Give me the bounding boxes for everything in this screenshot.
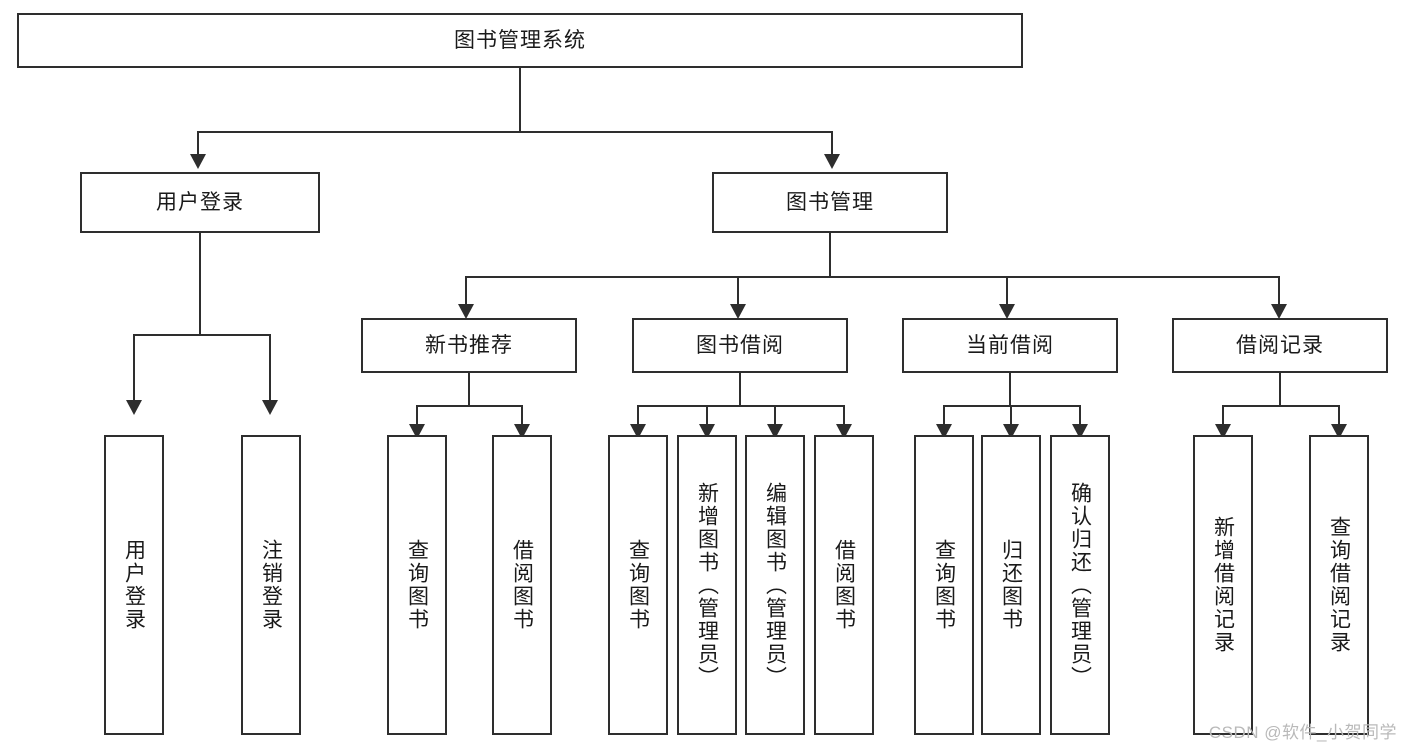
edge-bb-to-leaf-1 <box>637 405 639 427</box>
edge-bb-stem <box>739 373 741 407</box>
node-leaf-return-book-label: 归还图书 <box>999 539 1023 631</box>
node-user-login[interactable]: 用户登录 <box>80 172 320 233</box>
edge-user-login-stem <box>199 233 201 336</box>
arrow-root-to-user-login <box>190 154 206 169</box>
edge-bb-bus <box>637 405 845 407</box>
edge-bb-to-leaf-3 <box>774 405 776 427</box>
node-leaf-confirm-return[interactable]: 确认归还（管理员） <box>1050 435 1110 735</box>
edge-nbr-bus <box>416 405 523 407</box>
node-book-manage[interactable]: 图书管理 <box>712 172 948 233</box>
node-leaf-query-book-2-label: 查询图书 <box>626 539 650 631</box>
edge-cb-stem <box>1009 373 1011 407</box>
edge-nbr-stem <box>468 373 470 407</box>
edge-root-to-user-login <box>197 131 199 156</box>
watermark: CSDN @软件_小贺同学 <box>1208 723 1397 742</box>
arrow-bm-to-book-borrow <box>730 304 746 319</box>
edge-root-stem <box>519 68 521 133</box>
edge-book-manage-bus <box>465 276 1280 278</box>
arrow-bm-to-borrow-record <box>1271 304 1287 319</box>
node-new-book-recommend[interactable]: 新书推荐 <box>361 318 577 373</box>
edge-nbr-to-leaf-1 <box>416 405 418 427</box>
edge-bm-to-borrow-record <box>1278 276 1280 306</box>
node-leaf-query-record[interactable]: 查询借阅记录 <box>1309 435 1369 735</box>
node-leaf-add-record[interactable]: 新增借阅记录 <box>1193 435 1253 735</box>
node-leaf-edit-book-label: 编辑图书（管理员） <box>763 481 787 689</box>
edge-user-login-to-leaf-1 <box>133 334 135 402</box>
arrow-root-to-book-manage <box>824 154 840 169</box>
edge-root-to-book-manage <box>831 131 833 156</box>
node-leaf-user-login-label: 用户登录 <box>122 539 146 631</box>
edge-bb-to-leaf-4 <box>843 405 845 427</box>
node-leaf-borrow-book-2[interactable]: 借阅图书 <box>814 435 874 735</box>
edge-br-to-leaf-2 <box>1338 405 1340 427</box>
node-current-borrow-label: 当前借阅 <box>966 333 1054 357</box>
edge-bm-to-current-borrow <box>1006 276 1008 306</box>
node-book-borrow-label: 图书借阅 <box>696 333 784 357</box>
node-leaf-user-login[interactable]: 用户登录 <box>104 435 164 735</box>
edge-br-stem <box>1279 373 1281 407</box>
node-book-manage-label: 图书管理 <box>786 190 874 214</box>
node-leaf-query-book-3-label: 查询图书 <box>932 539 956 631</box>
edge-cb-bus <box>943 405 1081 407</box>
node-leaf-logout-label: 注销登录 <box>259 539 283 631</box>
edge-bb-to-leaf-2 <box>706 405 708 427</box>
edge-user-login-bus <box>133 334 271 336</box>
edge-cb-to-leaf-3 <box>1079 405 1081 427</box>
edge-br-bus <box>1222 405 1340 407</box>
node-root[interactable]: 图书管理系统 <box>17 13 1023 68</box>
node-leaf-borrow-book-1[interactable]: 借阅图书 <box>492 435 552 735</box>
node-book-borrow[interactable]: 图书借阅 <box>632 318 848 373</box>
edge-user-login-to-leaf-2 <box>269 334 271 402</box>
edge-bm-to-book-borrow <box>737 276 739 306</box>
node-leaf-borrow-book-2-label: 借阅图书 <box>832 539 856 631</box>
node-leaf-query-book-2[interactable]: 查询图书 <box>608 435 668 735</box>
edge-cb-to-leaf-2 <box>1010 405 1012 427</box>
node-new-book-recommend-label: 新书推荐 <box>425 333 513 357</box>
node-leaf-add-book-label: 新增图书（管理员） <box>695 481 719 689</box>
node-leaf-return-book[interactable]: 归还图书 <box>981 435 1041 735</box>
node-borrow-record-label: 借阅记录 <box>1236 333 1324 357</box>
node-leaf-edit-book[interactable]: 编辑图书（管理员） <box>745 435 805 735</box>
node-leaf-add-book[interactable]: 新增图书（管理员） <box>677 435 737 735</box>
node-leaf-query-book-3[interactable]: 查询图书 <box>914 435 974 735</box>
edge-nbr-to-leaf-2 <box>521 405 523 427</box>
arrow-bm-to-current-borrow <box>999 304 1015 319</box>
edge-root-bus <box>197 131 833 133</box>
node-root-label: 图书管理系统 <box>454 28 586 52</box>
node-user-login-label: 用户登录 <box>156 190 244 214</box>
node-leaf-add-record-label: 新增借阅记录 <box>1211 516 1235 654</box>
node-leaf-query-book-1-label: 查询图书 <box>405 539 429 631</box>
node-leaf-confirm-return-label: 确认归还（管理员） <box>1068 481 1092 689</box>
edge-br-to-leaf-1 <box>1222 405 1224 427</box>
edge-cb-to-leaf-1 <box>943 405 945 427</box>
node-leaf-query-book-1[interactable]: 查询图书 <box>387 435 447 735</box>
node-leaf-query-record-label: 查询借阅记录 <box>1327 516 1351 654</box>
node-current-borrow[interactable]: 当前借阅 <box>902 318 1118 373</box>
node-borrow-record[interactable]: 借阅记录 <box>1172 318 1388 373</box>
node-leaf-borrow-book-1-label: 借阅图书 <box>510 539 534 631</box>
arrow-user-login-to-leaf-2 <box>262 400 278 415</box>
edge-bm-to-new-book <box>465 276 467 306</box>
edge-book-manage-stem <box>829 233 831 278</box>
arrow-bm-to-new-book <box>458 304 474 319</box>
node-leaf-logout[interactable]: 注销登录 <box>241 435 301 735</box>
arrow-user-login-to-leaf-1 <box>126 400 142 415</box>
